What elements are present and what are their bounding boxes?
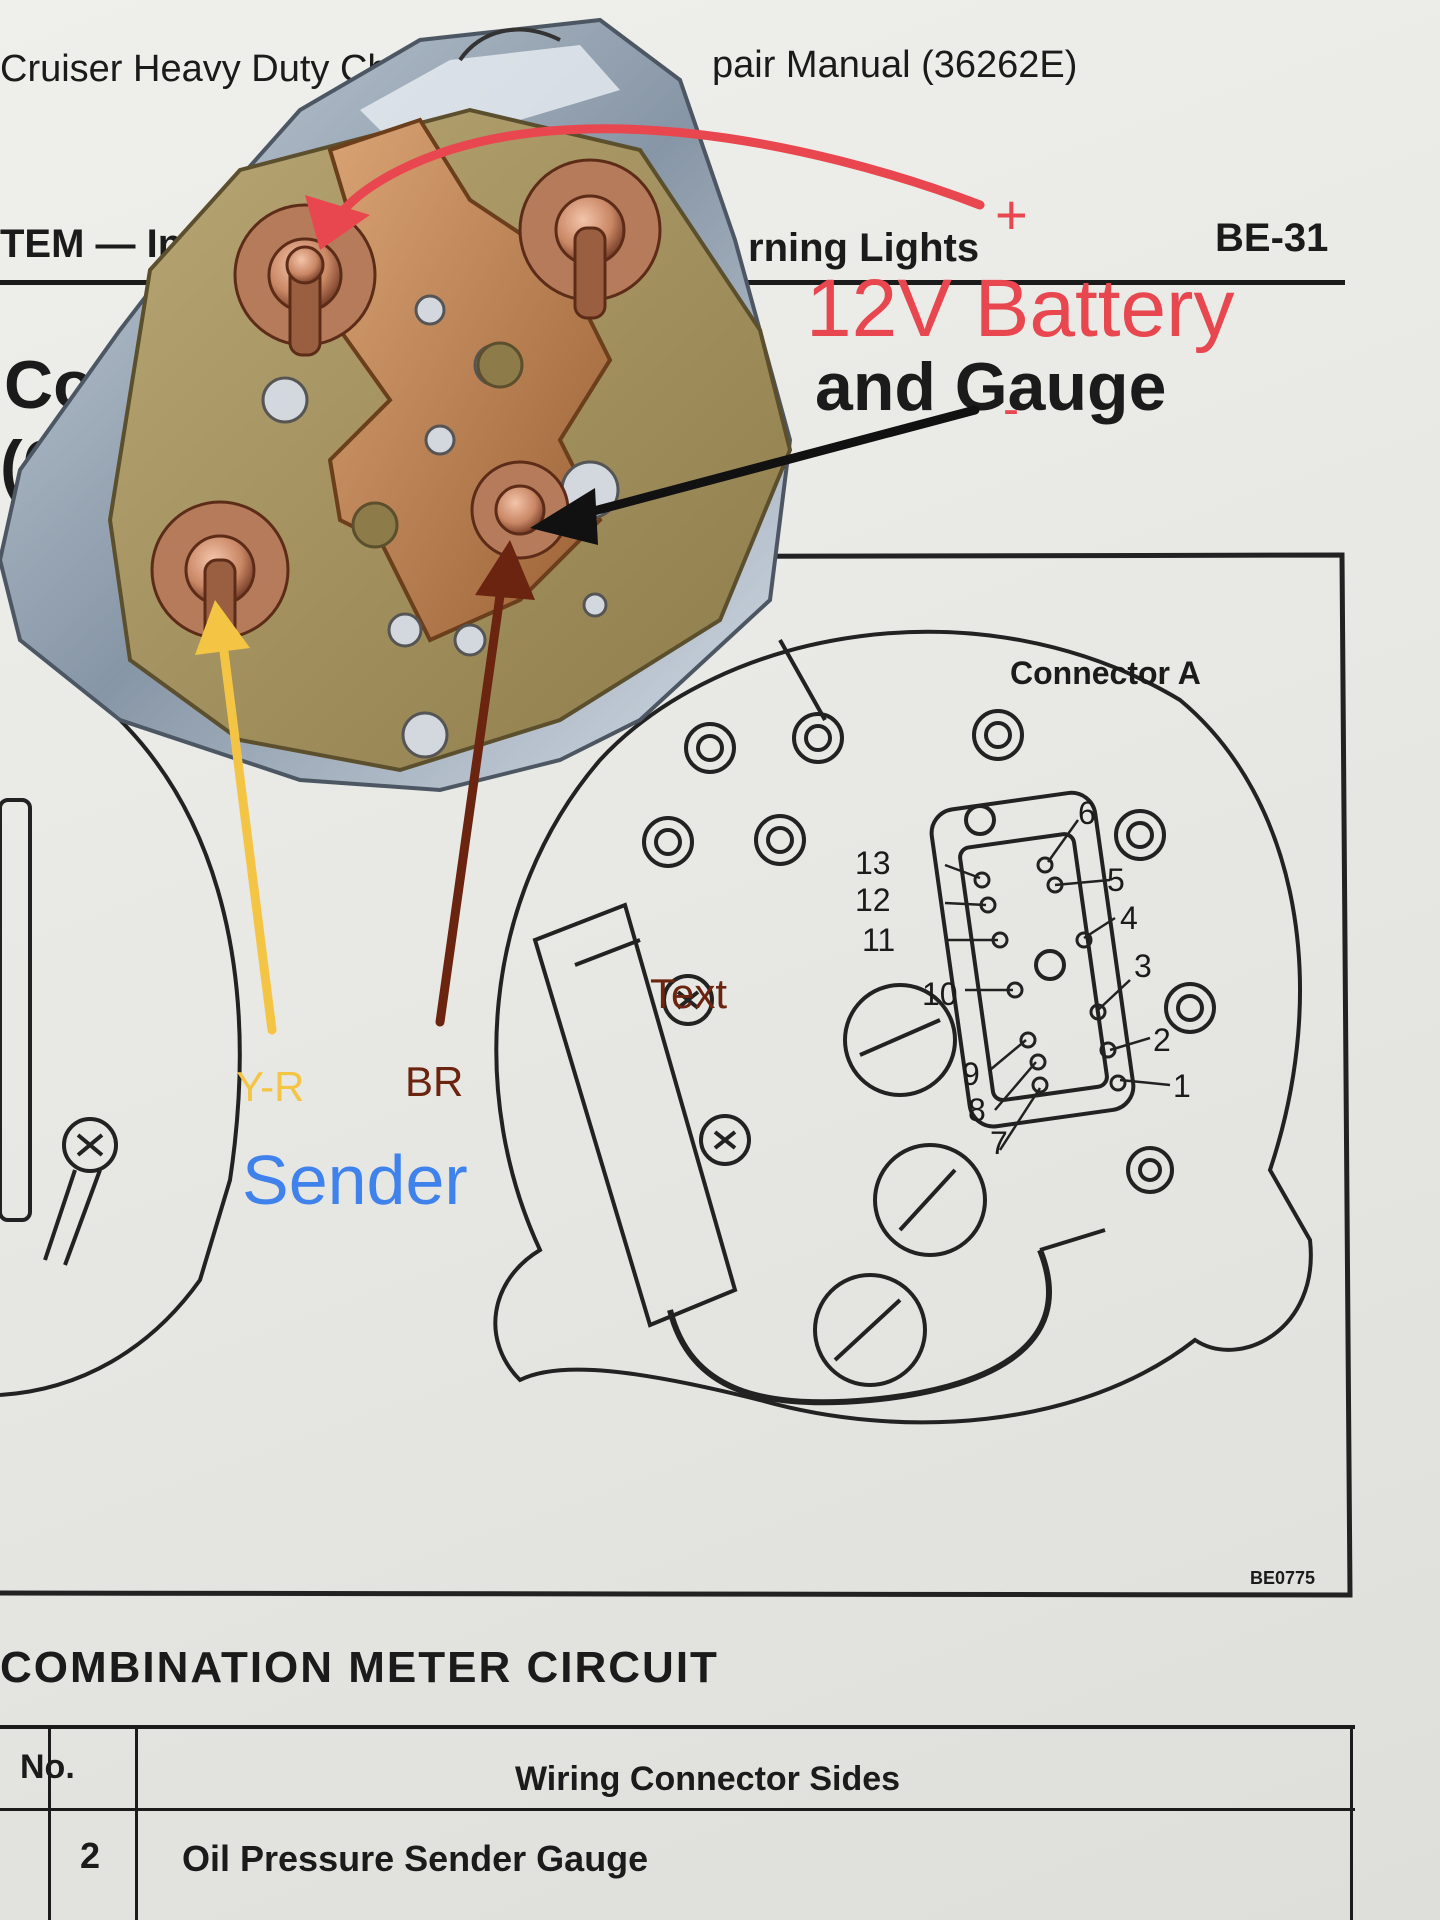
- manual-header-right: pair Manual (36262E): [712, 44, 1078, 86]
- connector-label: Connector A: [1010, 655, 1201, 691]
- sender-label: Sender: [242, 1141, 468, 1219]
- table-column-rule: [1350, 1725, 1353, 1920]
- table-cell-desc: Oil Pressure Sender Gauge: [182, 1838, 649, 1879]
- page-title-line1-right: and Gauge: [815, 349, 1167, 425]
- table-cell-no: 2: [80, 1835, 101, 1876]
- table-column-rule: [48, 1726, 51, 1920]
- page-number: BE-31: [1215, 216, 1329, 260]
- arrow-head: [475, 540, 535, 600]
- section-heading-mid: rning Lights: [748, 226, 980, 270]
- pin-number: 13: [855, 845, 891, 881]
- br-arrow: [435, 555, 510, 1027]
- pin-number: 7: [990, 1125, 1008, 1161]
- battery-positive-arrow: [323, 124, 985, 237]
- figure-code: BE0775: [1250, 1568, 1316, 1588]
- circuit-heading: COMBINATION METER CIRCUIT: [0, 1643, 719, 1692]
- pin-number: 2: [1153, 1022, 1171, 1058]
- battery-label: 12V Battery: [806, 263, 1235, 354]
- pin-number: 6: [1078, 795, 1096, 831]
- pin-number: 5: [1107, 862, 1125, 898]
- pin-number: 1: [1173, 1068, 1191, 1104]
- pin-number: 8: [968, 1092, 986, 1128]
- table-column-rule: [135, 1725, 138, 1920]
- pin-number: 11: [862, 922, 896, 958]
- manual-header: Cruiser Heavy Duty Cha: [0, 48, 410, 90]
- table-header-desc: Wiring Connector Sides: [515, 1760, 901, 1798]
- arrow-head: [305, 195, 370, 250]
- pin-number: 9: [962, 1056, 980, 1092]
- table-header-rule: [0, 1808, 1355, 1811]
- negative-terminal-label: -: [1003, 383, 1019, 436]
- yr-arrow: [215, 615, 277, 1035]
- yr-wire-label: Y-R: [236, 1063, 305, 1110]
- pin-number: 4: [1120, 900, 1138, 936]
- arrow-head: [195, 600, 250, 655]
- arrow-head: [530, 488, 598, 545]
- br-wire-label: BR: [405, 1058, 464, 1105]
- positive-terminal-label: +: [995, 183, 1028, 246]
- table-header-no: No.: [20, 1748, 75, 1786]
- text-label: Text: [650, 970, 728, 1017]
- pin-number: 12: [855, 882, 891, 918]
- pin-number: 10: [922, 976, 958, 1012]
- battery-negative-arrow: [555, 405, 980, 525]
- pin-number: 3: [1134, 948, 1152, 984]
- table-top-rule: [0, 1725, 1355, 1729]
